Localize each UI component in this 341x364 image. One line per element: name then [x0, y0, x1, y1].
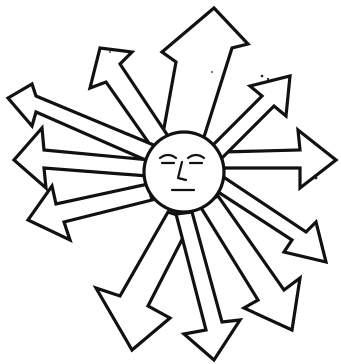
arrow-down-icon [96, 212, 192, 350]
arrow-down-left-icon [28, 184, 152, 240]
face-icon [144, 132, 224, 212]
arrow-up-right-icon [210, 76, 290, 158]
